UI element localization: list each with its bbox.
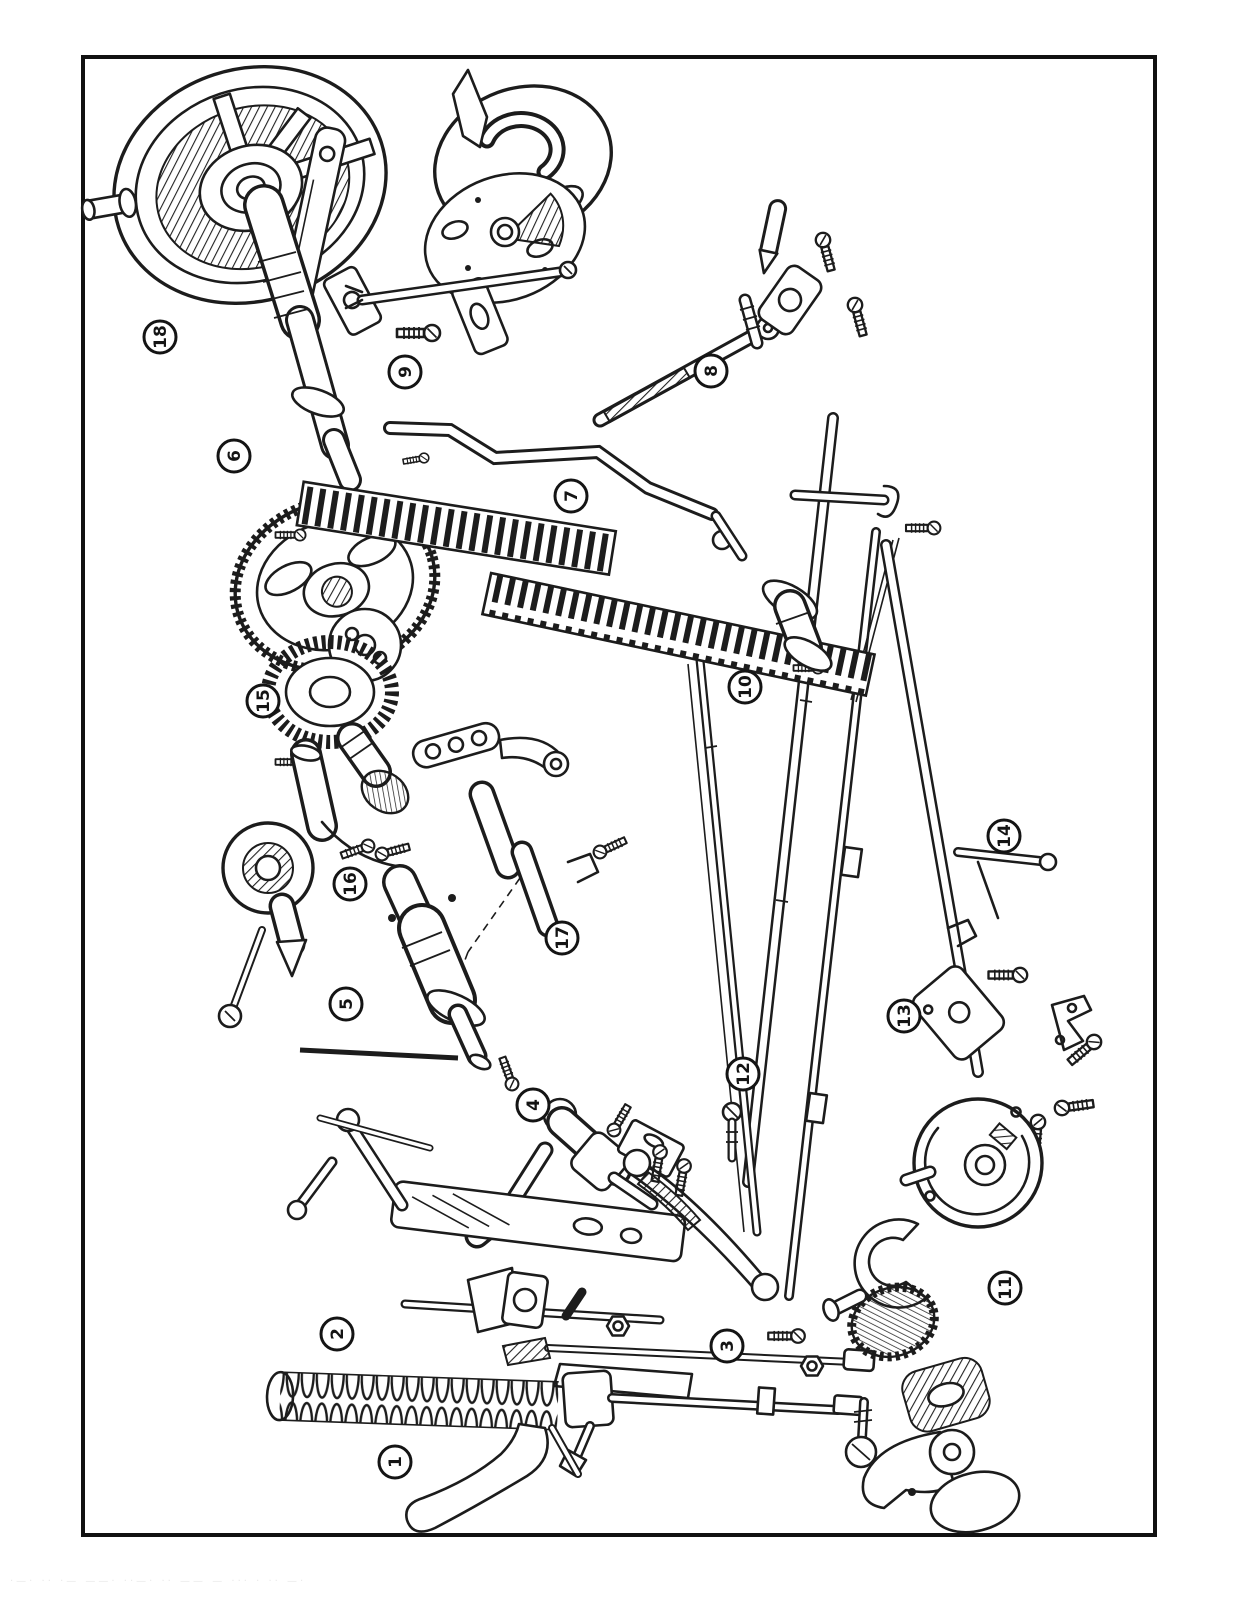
- callout-14: 14: [986, 818, 1022, 854]
- callout-4: 4: [515, 1087, 551, 1123]
- three-hole-link: [411, 721, 501, 769]
- tension-barrel-5: [382, 864, 492, 1071]
- spring-clamp-block: [561, 1369, 615, 1429]
- faint-watermark-text: ·—· ·· ·— ——· ··—· ·· —— — ··· · ·· —·: [10, 1576, 307, 1587]
- svg-text:12: 12: [734, 1062, 754, 1086]
- bushing-flange-10: [761, 579, 833, 672]
- large-screw: [844, 1397, 878, 1469]
- svg-text:4: 4: [524, 1099, 544, 1111]
- callout-5: 5: [328, 986, 364, 1022]
- svg-text:18: 18: [151, 325, 171, 349]
- eyelet-guide: [217, 821, 315, 1029]
- gear-shaft-collar: [822, 1288, 868, 1322]
- pivot-clamp: [757, 264, 823, 336]
- bar-clamp-body: [911, 965, 1006, 1061]
- svg-text:15: 15: [254, 689, 274, 713]
- support-bar: [390, 1180, 687, 1263]
- cam-finger: [451, 68, 489, 149]
- cam-bracket: [451, 276, 509, 356]
- svg-text:6: 6: [225, 450, 245, 462]
- callout-11: 11: [987, 1270, 1023, 1306]
- svg-text:2: 2: [328, 1328, 348, 1340]
- worm-gear: [901, 1356, 991, 1433]
- wheel-axle-stub: [80, 187, 138, 222]
- hex-key-rod: [299, 1047, 459, 1061]
- left-arm-links: [286, 1107, 434, 1221]
- svg-text:9: 9: [396, 366, 416, 378]
- svg-text:3: 3: [718, 1340, 738, 1352]
- svg-text:8: 8: [702, 365, 722, 377]
- wheel-clamp-bracket: [322, 265, 383, 336]
- presser-bushing: [289, 738, 338, 842]
- svg-text:17: 17: [553, 926, 573, 950]
- svg-text:5: 5: [337, 998, 357, 1010]
- hook-bracket: [861, 1428, 1021, 1534]
- lifter-pin: [946, 847, 1058, 948]
- svg-text:13: 13: [895, 1004, 915, 1028]
- bent-bracket: [1050, 994, 1093, 1052]
- callout-6: 6: [216, 438, 252, 474]
- upper-main-shaft: [243, 184, 362, 492]
- zigzag-connecting-rod: [383, 421, 748, 562]
- vertical-screw: [721, 1101, 743, 1163]
- needle-bar-rod: [742, 412, 839, 1188]
- svg-text:14: 14: [995, 824, 1015, 848]
- curved-connecting-link: [622, 1148, 780, 1302]
- clamp-shaft: [607, 1386, 864, 1417]
- callout-1: 1: [377, 1444, 413, 1480]
- callout-8: 8: [693, 353, 729, 389]
- svg-text:10: 10: [736, 675, 756, 699]
- helical-gear: [847, 1282, 939, 1362]
- svg-text:16: 16: [341, 872, 361, 896]
- callout-7: 7: [553, 478, 589, 514]
- crank-lever: [405, 1422, 582, 1533]
- crank-pin: [789, 484, 900, 518]
- callout-17: 17: [544, 920, 580, 956]
- svg-text:1: 1: [386, 1456, 406, 1468]
- svg-text:11: 11: [996, 1276, 1016, 1300]
- figure-frame: [81, 55, 1157, 1537]
- callout-15: 15: [245, 683, 281, 719]
- feed-link-rod: [344, 260, 578, 310]
- callout-10: 10: [727, 669, 763, 705]
- bullet-pin: [758, 199, 788, 275]
- shuttle-race: [899, 1097, 1044, 1229]
- callout-3: 3: [709, 1328, 745, 1364]
- callout-18: 18: [142, 319, 178, 355]
- callout-13: 13: [886, 998, 922, 1034]
- needle-bar-bushings-17: [458, 780, 600, 977]
- callout-9: 9: [387, 354, 423, 390]
- threaded-stud: [738, 293, 764, 350]
- callout-12: 12: [725, 1056, 761, 1092]
- spring-assembly-1: [265, 1370, 559, 1431]
- small-pin: [561, 1287, 587, 1321]
- bell-crank-small: [498, 736, 570, 778]
- callout-16: 16: [332, 866, 368, 902]
- callout-2: 2: [319, 1316, 355, 1352]
- timing-belt-upper: [295, 480, 618, 577]
- timing-belt-lower: [480, 571, 877, 698]
- svg-text:7: 7: [562, 490, 582, 502]
